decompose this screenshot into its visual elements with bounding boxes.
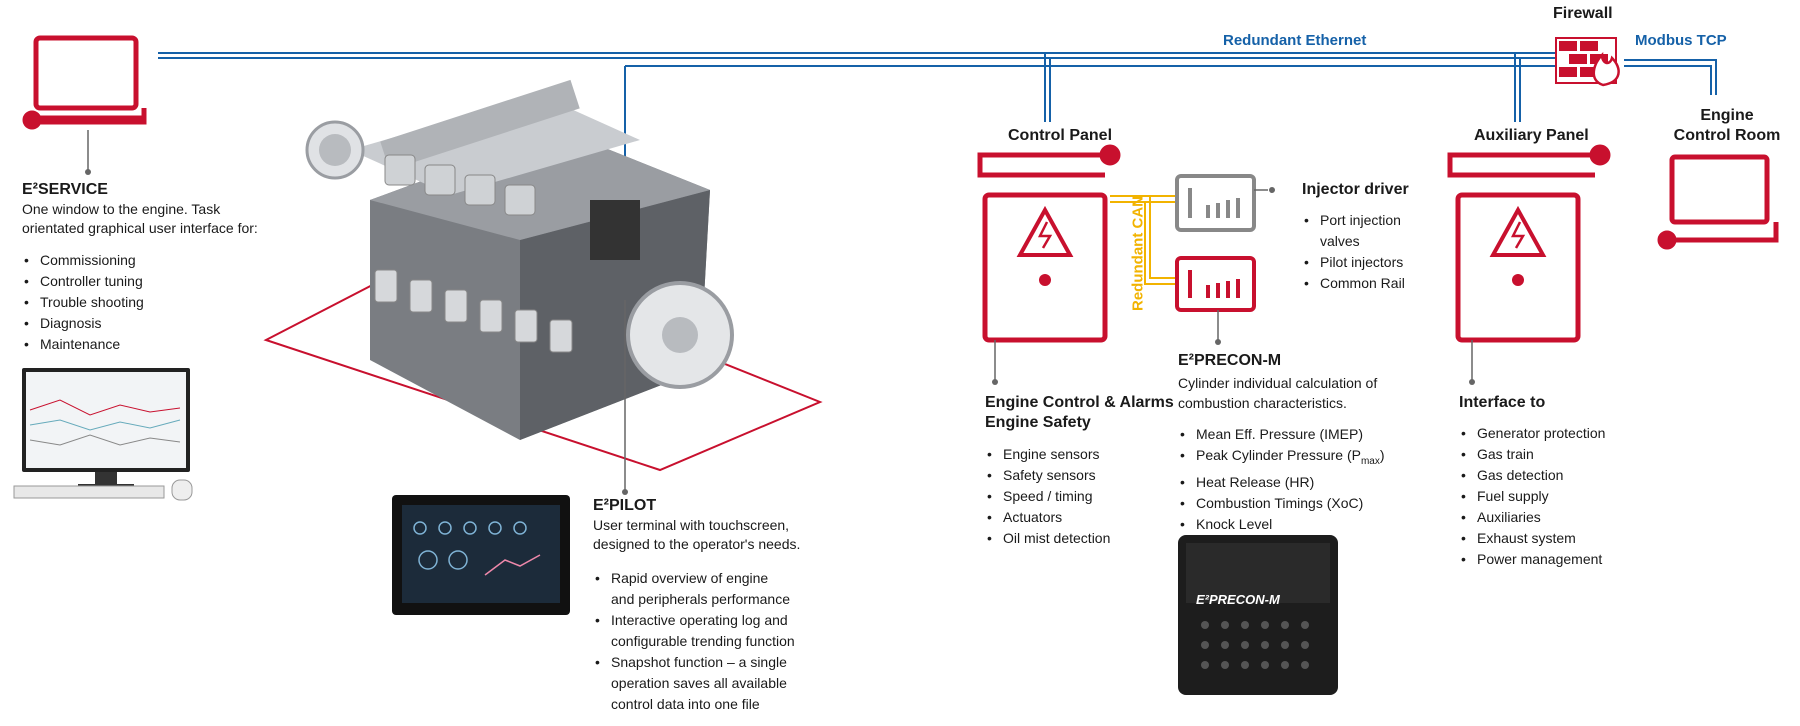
e2service-title: E²SERVICE bbox=[22, 181, 108, 198]
list-item: Combustion Timings (XoC) bbox=[1178, 493, 1385, 514]
auxiliary-panel-title: Auxiliary Panel bbox=[1474, 127, 1589, 144]
e2service-list: Commissioning Controller tuning Trouble … bbox=[22, 250, 144, 355]
list-item: Engine sensors bbox=[985, 444, 1110, 465]
list-item: Power management bbox=[1459, 549, 1605, 570]
e2service-desc-2: orientated graphical user interface for: bbox=[22, 220, 258, 236]
e2precon-icon bbox=[1175, 256, 1256, 345]
list-item: Heat Release (HR) bbox=[1178, 472, 1385, 493]
e2precon-desc-1: Cylinder individual calculation of bbox=[1178, 375, 1378, 391]
ethernet-lines bbox=[158, 52, 1717, 300]
list-item: Interactive operating log andconfigurabl… bbox=[593, 610, 795, 652]
list-item: Commissioning bbox=[22, 250, 144, 271]
list-item: Safety sensors bbox=[985, 465, 1110, 486]
engine-illustration bbox=[305, 79, 734, 495]
list-item: Auxiliaries bbox=[1459, 507, 1605, 528]
injector-driver-icon bbox=[1175, 174, 1275, 232]
e2service-desc-1: One window to the engine. Task bbox=[22, 201, 221, 217]
e2pilot-desc-2: designed to the operator's needs. bbox=[593, 536, 801, 552]
control-room-title-1: Engine bbox=[1700, 107, 1754, 124]
engine-control-heading-1: Engine Control & Alarms bbox=[985, 394, 1174, 411]
e2precon-device-label: E²PRECON-M bbox=[1196, 592, 1280, 607]
desktop-computer-icon bbox=[13, 368, 193, 501]
e2precon-list: Mean Eff. Pressure (IMEP) Peak Cylinder … bbox=[1178, 424, 1385, 535]
redundant-ethernet-label: Redundant Ethernet bbox=[1223, 32, 1367, 49]
list-item: Speed / timing bbox=[985, 486, 1110, 507]
list-item: Fuel supply bbox=[1459, 486, 1605, 507]
list-item: Oil mist detection bbox=[985, 528, 1110, 549]
firewall-icon bbox=[1555, 37, 1620, 87]
engine-control-heading-2: Engine Safety bbox=[985, 414, 1091, 431]
e2pilot-desc-1: User terminal with touchscreen, bbox=[593, 517, 790, 533]
e2pilot-tablet-icon bbox=[392, 495, 570, 615]
list-item: Gas detection bbox=[1459, 465, 1605, 486]
list-item: Diagnosis bbox=[22, 313, 144, 334]
control-panel-list: Engine sensors Safety sensors Speed / ti… bbox=[985, 444, 1110, 549]
control-room-title-2: Control Room bbox=[1673, 127, 1781, 144]
e2precon-device bbox=[1178, 535, 1338, 695]
auxiliary-panel-list: Generator protection Gas train Gas detec… bbox=[1459, 423, 1605, 570]
list-item: Exhaust system bbox=[1459, 528, 1605, 549]
modbus-tcp-label: Modbus TCP bbox=[1635, 32, 1727, 49]
list-item: Pilot injectors bbox=[1302, 252, 1405, 273]
list-item: Common Rail bbox=[1302, 273, 1405, 294]
list-item: Maintenance bbox=[22, 334, 144, 355]
list-item: Trouble shooting bbox=[22, 292, 144, 313]
control-panel-cabinet-icon bbox=[977, 144, 1121, 385]
list-item: Generator protection bbox=[1459, 423, 1605, 444]
e2precon-title: E²PRECON-M bbox=[1178, 352, 1282, 369]
interface-to-heading: Interface to bbox=[1459, 394, 1546, 411]
control-room-laptop-icon bbox=[1657, 154, 1779, 250]
e2service-laptop-icon bbox=[22, 35, 147, 175]
list-item: Mean Eff. Pressure (IMEP) bbox=[1178, 424, 1385, 445]
list-item: Knock Level bbox=[1178, 514, 1385, 535]
e2pilot-title: E²PILOT bbox=[593, 497, 657, 514]
firewall-label: Firewall bbox=[1553, 5, 1613, 22]
list-item: Gas train bbox=[1459, 444, 1605, 465]
list-item: Controller tuning bbox=[22, 271, 144, 292]
auxiliary-panel-cabinet-icon bbox=[1447, 144, 1611, 385]
list-item: Peak Cylinder Pressure (Pmax) bbox=[1178, 445, 1385, 472]
injector-driver-title: Injector driver bbox=[1302, 181, 1409, 198]
list-item: Actuators bbox=[985, 507, 1110, 528]
redundant-can-label: Redundant CAN bbox=[1129, 196, 1147, 311]
redundant-can-lines bbox=[1110, 195, 1175, 285]
control-panel-title: Control Panel bbox=[1008, 127, 1113, 144]
e2precon-desc-2: combustion characteristics. bbox=[1178, 395, 1347, 411]
